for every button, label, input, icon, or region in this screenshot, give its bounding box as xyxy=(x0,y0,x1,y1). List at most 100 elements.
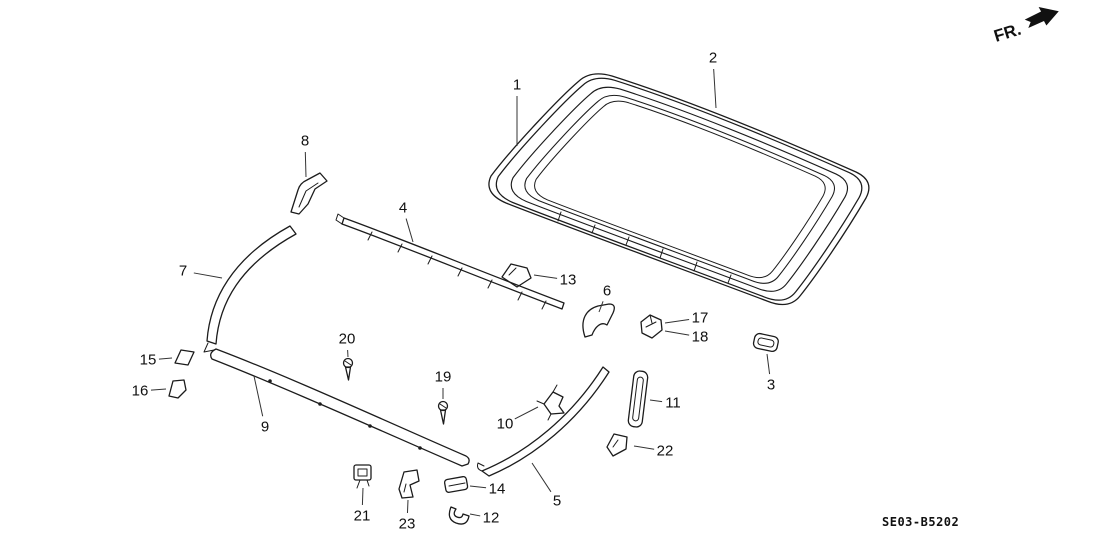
rear-glass-assembly xyxy=(488,73,870,306)
leader-line-9 xyxy=(253,375,264,417)
leader-line-17 xyxy=(664,319,690,324)
fr-label: FR. xyxy=(992,20,1024,46)
part-12-hook-clip xyxy=(448,506,470,525)
part-8-corner-piece xyxy=(290,172,328,215)
callout-8: 8 xyxy=(301,133,309,150)
glass-edge-line xyxy=(510,86,849,292)
callout-14: 14 xyxy=(489,481,506,498)
part-9-lower-trim xyxy=(210,348,470,467)
glass-molding-inner-line xyxy=(495,77,863,301)
part-15-shape xyxy=(174,349,195,366)
part-8-shape xyxy=(290,172,328,215)
fr-arrow-icon xyxy=(1024,7,1059,28)
callout-18: 18 xyxy=(692,329,709,346)
part-21-shape xyxy=(353,464,372,481)
part-3-shape xyxy=(752,332,779,353)
callout-15: 15 xyxy=(140,352,157,369)
part-9-hole-2 xyxy=(318,402,322,406)
part-8-inner-line xyxy=(298,182,319,208)
callout-2: 2 xyxy=(709,50,717,67)
part-21-tabs xyxy=(356,479,370,489)
part-19-shaft xyxy=(439,409,447,425)
glass-hatch-ticks xyxy=(557,211,732,284)
part-21-clip xyxy=(353,464,372,489)
part-3-inner xyxy=(757,337,775,348)
part-5-lower-molding xyxy=(477,366,610,477)
callout-10: 10 xyxy=(497,416,514,433)
part-9-hole-4 xyxy=(418,446,422,450)
part-22-shape xyxy=(606,433,628,457)
callout-7: 7 xyxy=(179,263,187,280)
part-12-shape xyxy=(448,506,470,525)
part-16-pad xyxy=(168,379,187,399)
part-9-hole-1 xyxy=(268,379,272,383)
callout-17: 17 xyxy=(692,310,709,327)
part-13-clip xyxy=(501,263,532,288)
part-9-shape xyxy=(210,348,470,467)
part-4-end-hook xyxy=(335,213,345,225)
part-4-hatch-ticks xyxy=(367,231,547,310)
part-11-retainer-strip xyxy=(627,370,649,428)
part-11-inner xyxy=(632,376,644,422)
leader-line-5 xyxy=(531,462,552,493)
leader-line-11 xyxy=(649,399,663,403)
part-15-pad xyxy=(174,349,195,366)
leader-line-16 xyxy=(150,388,167,391)
callout-3: 3 xyxy=(767,377,775,394)
part-14-shape xyxy=(443,476,469,493)
fr-direction-indicator: FR. xyxy=(992,7,1059,46)
part-23-inner-line xyxy=(403,483,407,493)
leader-line-18 xyxy=(664,330,690,336)
leader-line-2 xyxy=(713,68,717,109)
callout-21: 21 xyxy=(354,508,371,525)
part-17-18-inner-lines xyxy=(645,314,657,328)
part-16-shape xyxy=(168,379,187,399)
leader-line-4 xyxy=(405,218,414,243)
callout-22: 22 xyxy=(657,443,674,460)
part-17-18-shape xyxy=(640,314,663,339)
part-10-prongs xyxy=(536,384,558,421)
leader-line-3 xyxy=(766,353,771,375)
leader-line-10 xyxy=(514,406,539,420)
part-19-screw xyxy=(437,400,449,425)
callout-5: 5 xyxy=(553,493,561,510)
callout-9: 9 xyxy=(261,419,269,436)
part-19-slot xyxy=(439,403,447,409)
part-6-bracket xyxy=(582,303,615,338)
part-4-upper-strip xyxy=(335,213,565,310)
part-11-shape xyxy=(627,370,649,428)
part-23-shape xyxy=(398,469,420,499)
leader-line-23 xyxy=(406,499,409,514)
part-5-end-hook xyxy=(477,462,485,472)
part-13-inner-line xyxy=(508,267,517,276)
callout-19: 19 xyxy=(435,369,452,386)
part-7-shape xyxy=(206,225,297,345)
leader-line-14 xyxy=(469,485,487,489)
leader-line-22 xyxy=(633,445,655,450)
leader-line-8 xyxy=(304,151,307,178)
leader-line-21 xyxy=(361,487,364,506)
callout-1: 1 xyxy=(513,77,521,94)
part-7-side-molding xyxy=(203,225,297,353)
part-20-screw xyxy=(342,357,354,381)
part-10-clip xyxy=(536,384,565,421)
part-23-clip xyxy=(398,469,420,499)
callout-4: 4 xyxy=(399,200,407,217)
part-14-spacer xyxy=(443,476,469,493)
glass-frit-outer-line xyxy=(524,94,836,284)
part-21-inner xyxy=(357,468,368,477)
leader-line-13 xyxy=(533,274,558,279)
callout-13: 13 xyxy=(560,272,577,289)
callout-23: 23 xyxy=(399,516,416,533)
part-20-shaft xyxy=(344,366,352,381)
glass-molding-outer-line xyxy=(488,73,870,306)
part-14-inner-line xyxy=(448,482,466,487)
part-17-18-clip xyxy=(640,314,663,339)
callout-11: 11 xyxy=(665,395,681,412)
callout-20: 20 xyxy=(339,331,356,348)
part-10-shape xyxy=(543,391,565,415)
leader-line-6 xyxy=(598,301,604,313)
